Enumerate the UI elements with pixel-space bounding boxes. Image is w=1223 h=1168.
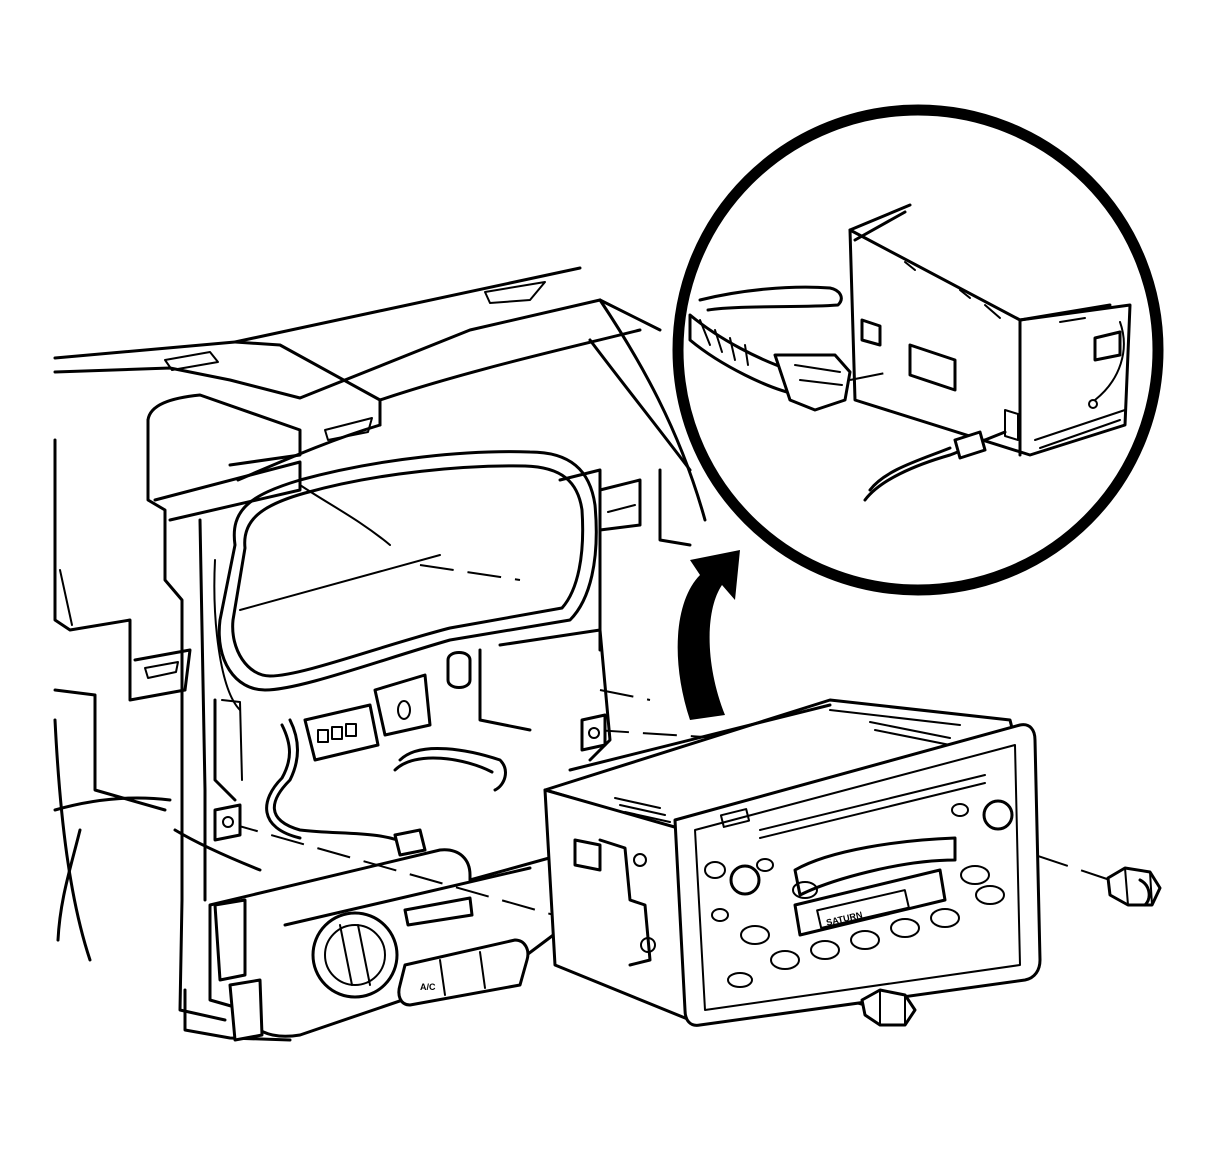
radio-assembly: SATURN [543, 698, 1042, 1027]
tune-knob [982, 799, 1014, 831]
wiring-harness [265, 651, 507, 857]
svg-text:A/C: A/C [420, 982, 436, 992]
chassis-vents [614, 721, 956, 823]
radio-mounting-bolt [860, 866, 1162, 1027]
callout-arrow [677, 550, 740, 720]
cluster-opening [213, 450, 598, 711]
instrument-panel-carrier [53, 393, 692, 1042]
preset-buttons [704, 803, 1005, 988]
bracket-mount-left [213, 713, 607, 842]
detail-circle-rear-of-radio [672, 104, 1164, 596]
volume-knob [729, 864, 761, 896]
instrument-panel-upper [53, 266, 707, 522]
hvac-control-head: A/C [208, 848, 562, 1042]
